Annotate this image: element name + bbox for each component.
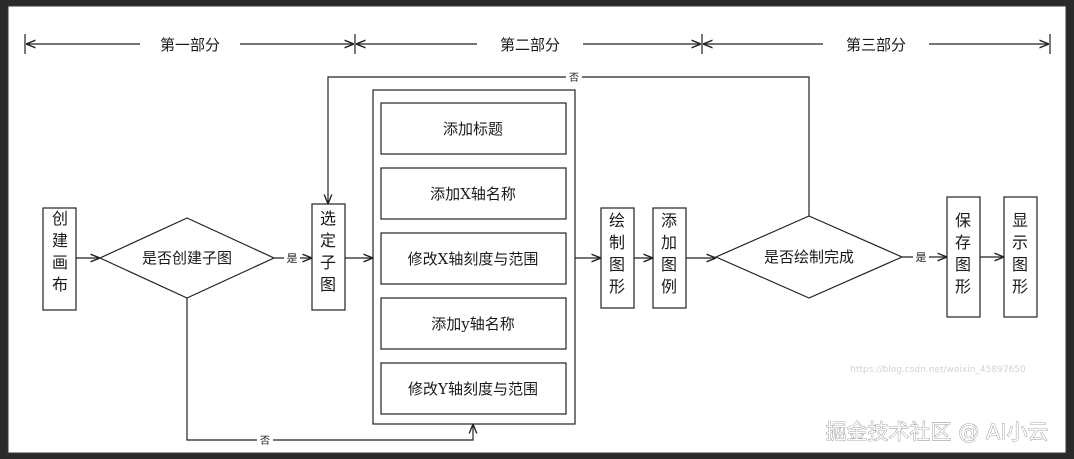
create-canvas-label: 创建画布	[52, 209, 68, 294]
vertical-char: 例	[661, 277, 677, 296]
decision-drawing-complete	[714, 215, 904, 299]
select-subplot-label: 选定子图	[320, 209, 336, 294]
section-markers	[24, 34, 1051, 54]
vertical-char: 存	[955, 233, 971, 252]
save-figure-box	[946, 196, 981, 318]
vertical-char: 图	[320, 275, 336, 294]
vertical-char: 制	[609, 233, 625, 252]
watermark-text: 掘金技术社区 @ AI小云	[826, 420, 1049, 444]
create-canvas-box	[42, 207, 77, 311]
save-figure-label: 保存图形	[955, 211, 971, 296]
vertical-char: 图	[955, 255, 971, 274]
vertical-char: 图	[609, 255, 625, 274]
modify-y-box	[380, 362, 567, 415]
add-xlabel-label: 添加X轴名称	[430, 185, 516, 203]
add-ylabel-label: 添加y轴名称	[431, 315, 514, 333]
vertical-char: 图	[1012, 255, 1028, 274]
select-subplot-box	[311, 203, 346, 311]
section-label-3: 第三部分	[846, 36, 906, 54]
show-figure-box	[1003, 196, 1038, 318]
edge-label-no-2: 否	[260, 435, 270, 447]
add-xlabel-box	[380, 167, 567, 220]
vertical-char: 形	[1012, 277, 1028, 296]
edge-label-yes-2: 是	[916, 251, 927, 264]
vertical-char: 添	[661, 211, 677, 230]
add-legend-box	[652, 207, 687, 309]
vertical-char: 画	[52, 253, 68, 272]
add-title-box	[380, 102, 567, 155]
draw-figure-label: 绘制图形	[609, 211, 625, 296]
vertical-char: 形	[955, 277, 971, 296]
section-label-2: 第二部分	[500, 36, 560, 54]
draw-figure-box	[600, 207, 635, 309]
show-figure-label: 显示图形	[1012, 211, 1028, 296]
vertical-char: 子	[320, 253, 336, 272]
vertical-char: 加	[661, 233, 677, 252]
vertical-char: 建	[52, 231, 68, 250]
decision-create-subplot-label: 是否创建子图	[142, 249, 232, 267]
vertical-char: 显	[1012, 211, 1028, 230]
decision-drawing-complete-label: 是否绘制完成	[764, 248, 854, 266]
vertical-char: 绘	[609, 211, 625, 230]
vertical-char: 图	[661, 255, 677, 274]
vertical-char: 示	[1012, 233, 1028, 252]
edge-label-no-1: 否	[569, 72, 579, 84]
modify-x-box	[380, 232, 567, 285]
vertical-char: 定	[320, 231, 336, 250]
paper-border	[7, 5, 1067, 454]
add-legend-label: 添加图例	[661, 211, 677, 296]
edge-decision-no-skip	[186, 298, 473, 441]
add-ylabel-box	[380, 297, 567, 350]
modify-x-label: 修改X轴刻度与范围	[408, 250, 539, 268]
vertical-char: 创	[52, 209, 68, 228]
add-title-label: 添加标题	[443, 120, 503, 138]
edge-label-yes-1: 是	[287, 252, 298, 265]
vertical-char: 形	[609, 277, 625, 296]
vertical-char: 选	[320, 209, 336, 228]
modify-y-label: 修改Y轴刻度与范围	[408, 380, 538, 398]
vertical-char: 保	[955, 211, 971, 230]
section-label-1: 第一部分	[160, 36, 220, 54]
faint-url-watermark: https://blog.csdn.net/weixin_45897650	[850, 365, 1026, 375]
vertical-char: 布	[52, 275, 68, 294]
